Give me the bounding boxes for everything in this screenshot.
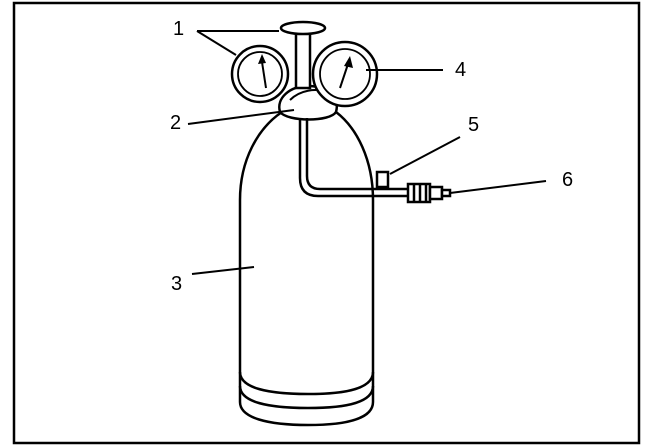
callout-5: 5: [468, 114, 479, 136]
callout-2: 2: [170, 112, 181, 134]
cylinder-outline: [238, 110, 375, 427]
hose-fitting: [406, 182, 452, 204]
cylinder-band-line-2: [238, 385, 375, 410]
leader-lines: [187, 30, 547, 275]
right-gauge-needle-tip: [344, 56, 353, 68]
right-gauge-needle: [339, 63, 349, 89]
callout-3: 3: [171, 273, 182, 295]
callout-1: 1: [173, 18, 184, 40]
leader-3: [191, 266, 255, 275]
hose: [298, 118, 410, 198]
left-gauge-needle-tip: [258, 54, 266, 64]
right-pressure-gauge: [311, 40, 379, 108]
leader-5: [389, 136, 461, 175]
cylinder-band-line-1: [238, 371, 375, 396]
leader-6: [449, 180, 547, 194]
left-pressure-gauge: [230, 44, 290, 104]
left-gauge-needle: [261, 61, 267, 89]
gas-cylinder: [238, 110, 375, 427]
valve-stem: [294, 28, 312, 90]
leader-2: [187, 109, 295, 125]
callout-4: 4: [455, 59, 466, 81]
leader-1b: [196, 30, 237, 56]
valve-handwheel: [279, 20, 327, 36]
callout-6: 6: [562, 169, 573, 191]
hose-valve: [375, 170, 390, 189]
cylinder-valve: [279, 20, 327, 90]
figure-border: [12, 1, 641, 445]
